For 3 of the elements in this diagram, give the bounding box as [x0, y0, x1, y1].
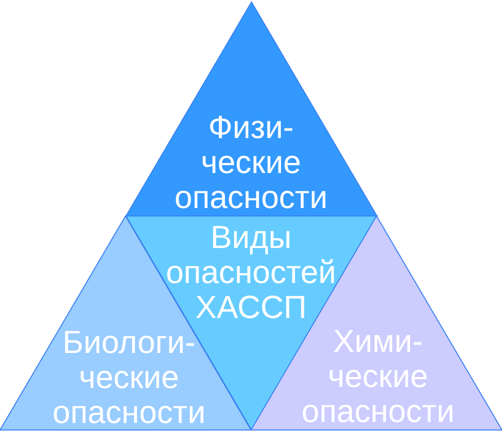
segment-label: Физи- ческие опасности [174, 110, 328, 215]
segment-label: Биологи- ческие опасности [52, 325, 206, 430]
segment-label: Виды опасностей ХАССП [166, 220, 336, 325]
